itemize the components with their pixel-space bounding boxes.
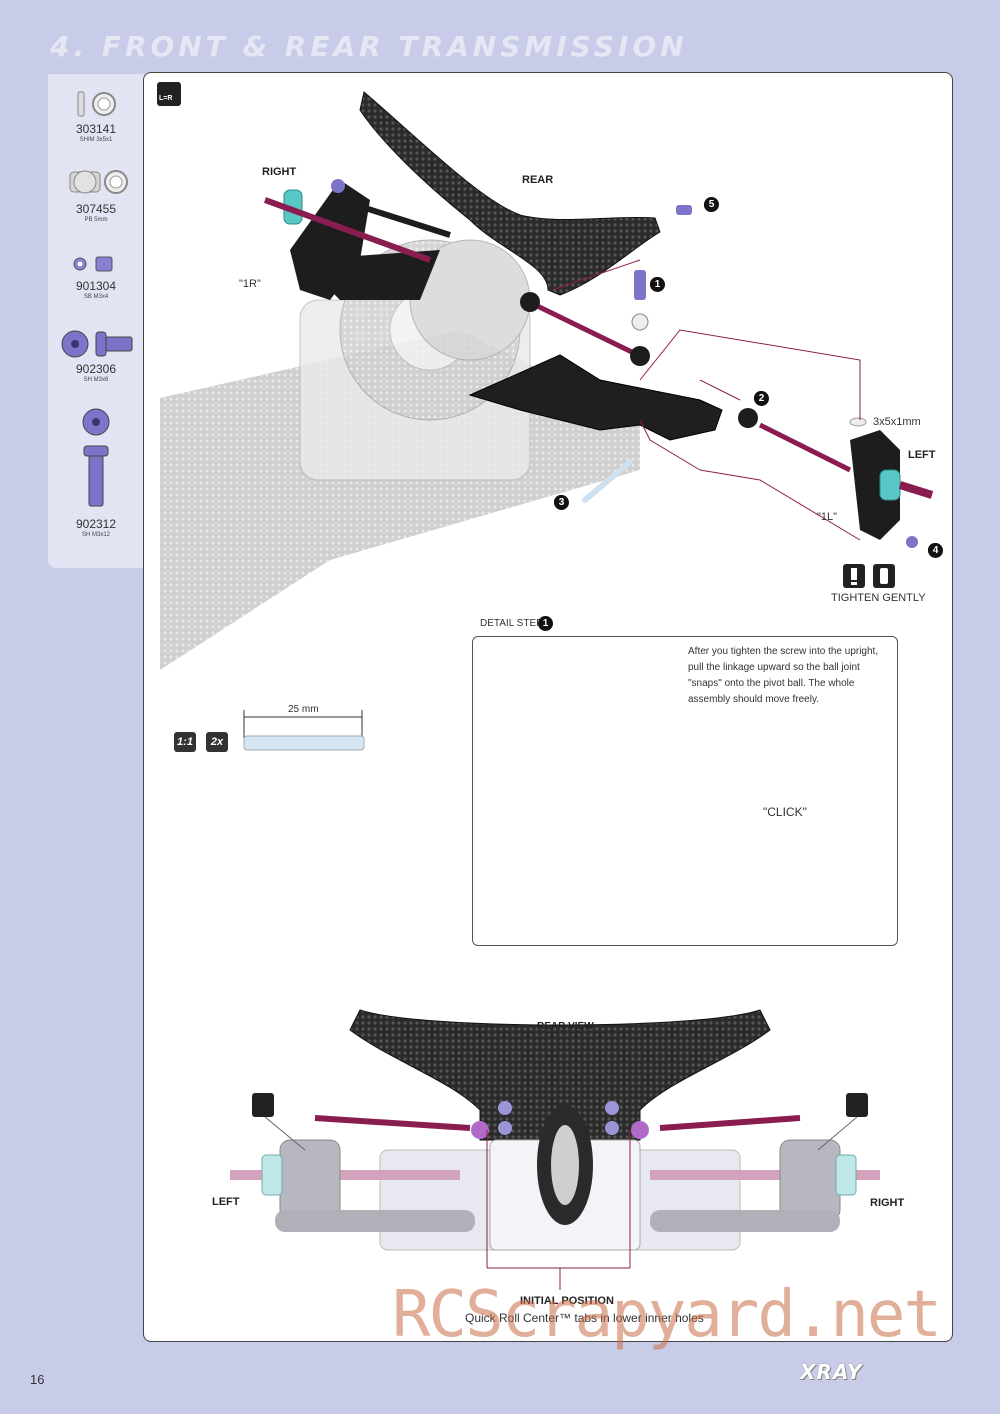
shim-icon [77,91,116,117]
page-number: 16 [30,1372,45,1387]
click-label: "CLICK" [763,805,807,819]
label-1l: "1L" [817,511,838,523]
part-902312: 902312 SH M3x12 [48,517,144,538]
detail-box [472,636,898,946]
label-1r: "1R" [239,278,261,290]
initial-position-note: Quick Roll Center™ tabs in lower inner h… [465,1311,704,1325]
label-rear: REAR [522,174,554,186]
l-equals-r-icon [157,82,181,106]
label-tighten-gently: TIGHTEN GENTLY [831,592,926,604]
part-desc: PB 5mm [84,217,108,223]
screw-icon [61,330,133,358]
rear-view-illustration [230,1009,880,1290]
part-303141: 303141 SHIM 3x5x1 [48,122,144,143]
set-screw-icon [73,256,113,272]
screw-part-1 [634,270,646,300]
assembly-leader-lines [551,259,861,541]
label-shim-size: 3x5x1mm [873,416,921,428]
step-1-marker: 1 [650,277,665,292]
pivot-ball-icon [69,170,128,194]
part-number: 307455 [75,202,117,216]
detail-step-title: DETAIL STEP [480,618,543,629]
label-left: LEFT [908,449,936,461]
lr-icon-label: L=R [159,95,173,102]
initial-position-title: INITIAL POSITION [520,1295,614,1307]
part-307455: 307455 PB 5mm [48,202,144,223]
lower-suspension-arm [468,354,723,441]
brand-logo: XRAY [800,1360,863,1384]
part-number: 303141 [75,122,117,136]
parts-illustrations [61,91,133,507]
rear-view-right-label: RIGHT [870,1197,905,1209]
part-desc: SH M3x12 [81,532,110,538]
step-3-marker: 3 [554,495,569,510]
right-upright [263,179,451,300]
rear-view-title: REAR VIEW [537,1021,594,1032]
pin-length-label: 25 mm [288,704,319,715]
screw-part-5 [676,205,692,215]
part-number: 902306 [75,362,117,376]
part-number: 902312 [75,517,117,531]
step-2-marker: 2 [754,391,769,406]
detail-step-marker: 1 [538,616,553,631]
quantity-2x-icon: 2x [206,732,228,752]
watermark: RCScrapyard.net [392,1278,942,1352]
rear-shock-tower [359,91,661,296]
rear-view-left-label: LEFT [212,1196,240,1208]
pin-dimension [243,710,365,751]
left-upright [738,408,934,548]
hinge-pin [582,459,633,503]
step-5-marker: 5 [704,197,719,212]
scale-1-1-icon: 1:1 [174,732,196,752]
part-902306: 902306 SH M3x6 [48,362,144,383]
camber-link [523,297,642,359]
part-number: 901304 [75,279,117,293]
part-901304: 901304 SB M3x4 [48,279,144,300]
long-screw-icon [82,408,110,507]
step-4-marker: 4 [928,543,943,558]
part-desc: SHIM 3x5x1 [79,137,113,143]
part-desc: SB M3x4 [83,294,109,300]
page-title: 4. FRONT & REAR TRANSMISSION [50,30,688,63]
label-right: RIGHT [262,166,297,178]
part-desc: SH M3x6 [83,377,109,383]
detail-instructions: After you tighten the screw into the upr… [688,646,879,705]
parts-panel: 303141 SHIM 3x5x1 307455 PB 5mm 901304 S… [48,74,144,568]
